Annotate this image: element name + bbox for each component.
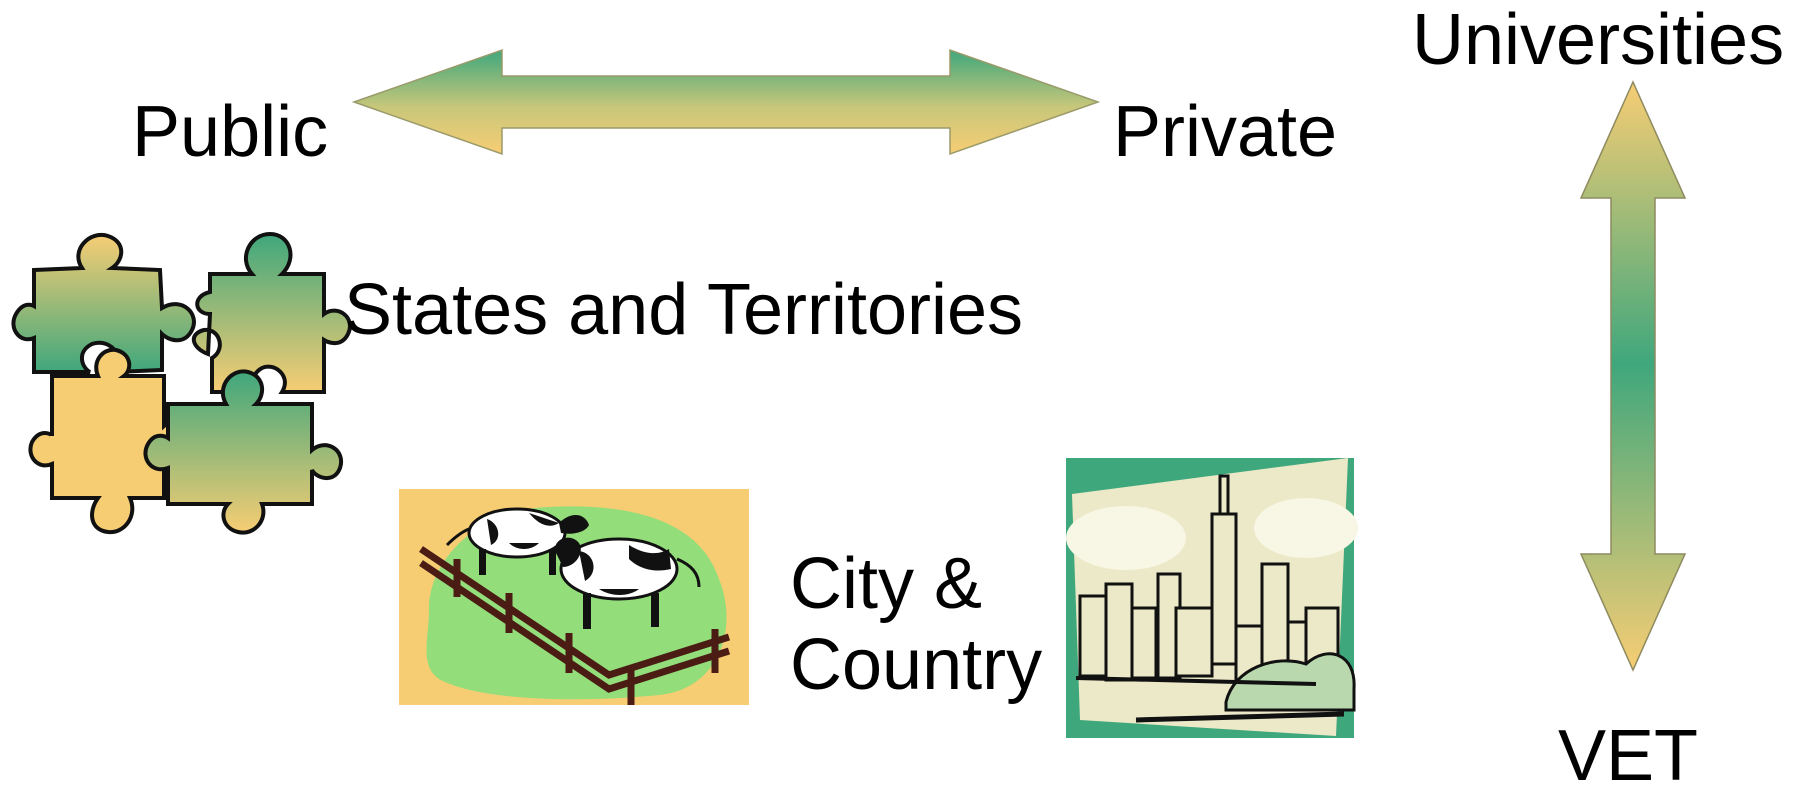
city-country-label: City & Country bbox=[790, 544, 1042, 705]
puzzle-piece-top-right bbox=[192, 231, 352, 394]
city-skyline-icon bbox=[1066, 458, 1358, 738]
puzzle-icon bbox=[11, 231, 352, 535]
fence bbox=[419, 546, 731, 705]
universities-label: Universities bbox=[1412, 0, 1785, 80]
cow-left bbox=[445, 507, 589, 575]
public-private-arrow bbox=[351, 48, 1101, 156]
private-label: Private bbox=[1113, 92, 1338, 172]
states-territories-label: States and Territories bbox=[344, 270, 1024, 350]
skyline-buildings bbox=[1078, 474, 1340, 684]
cows-farm-icon bbox=[399, 489, 749, 705]
city-country-line-1: City & bbox=[790, 544, 983, 624]
vet-label: VET bbox=[1558, 716, 1699, 796]
puzzle-piece-top-left bbox=[11, 232, 196, 375]
city-country-line-2: Country bbox=[790, 624, 1043, 705]
cow-right bbox=[555, 537, 701, 629]
universities-vet-arrow bbox=[1579, 80, 1687, 672]
puzzle-piece-bottom-left bbox=[28, 347, 193, 535]
public-label: Public bbox=[132, 92, 329, 172]
puzzle-piece-bottom-right bbox=[143, 369, 344, 535]
